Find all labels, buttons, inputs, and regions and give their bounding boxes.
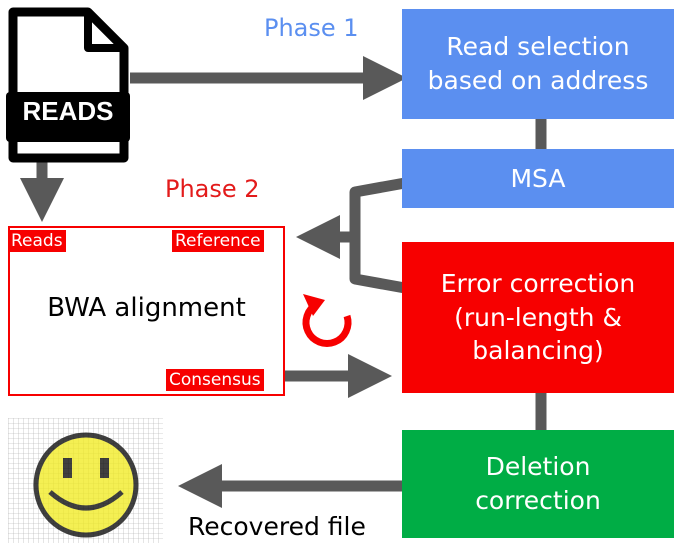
- phase-1-label: Phase 1: [264, 14, 359, 42]
- msa-box: MSA: [402, 149, 674, 208]
- bwa-title: BWA alignment: [47, 293, 246, 323]
- deletion-correction-line1: Deletion: [485, 452, 591, 482]
- file-icon: [6, 7, 130, 163]
- bracket-msa-error: [349, 177, 406, 294]
- read-selection-line1: Read selection: [446, 32, 630, 62]
- error-correction-box: Error correction (run-length & balancing…: [402, 242, 674, 393]
- reads-tag: Reads: [8, 230, 66, 252]
- error-correction-line2: (run-length &: [454, 302, 622, 332]
- recovered-file-label: Recovered file: [188, 512, 366, 541]
- read-selection-line2: based on address: [427, 66, 649, 95]
- reference-tag: Reference: [172, 230, 264, 252]
- error-correction-line3: balancing): [472, 336, 604, 366]
- msa-label: MSA: [510, 163, 566, 193]
- read-selection-box: Read selection based on address: [402, 9, 674, 119]
- cycle-arrow-icon: [302, 294, 352, 347]
- deletion-correction-box: Deletion correction: [402, 430, 674, 538]
- deletion-correction-line2: correction: [475, 486, 601, 515]
- bwa-alignment-box: [8, 226, 285, 396]
- consensus-tag: Consensus: [166, 369, 264, 391]
- file-label: READS: [22, 96, 114, 126]
- smiley-pixel-icon: [8, 418, 163, 543]
- error-correction-line1: Error correction: [440, 268, 636, 298]
- phase-2-label: Phase 2: [165, 175, 260, 203]
